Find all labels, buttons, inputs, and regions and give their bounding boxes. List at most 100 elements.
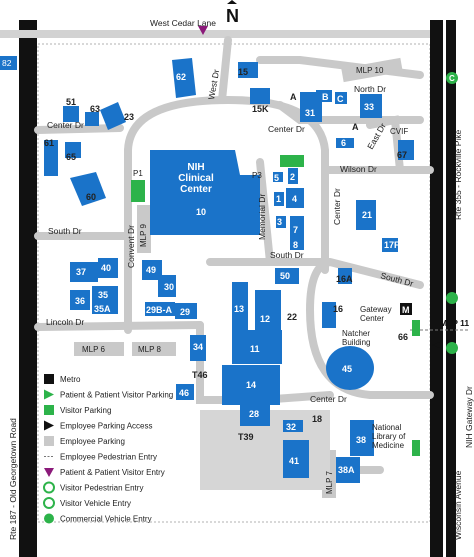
building-38 bbox=[350, 420, 374, 456]
mlp11-label: MLP 11 bbox=[440, 318, 469, 328]
legend-item-label: Visitor Vehicle Entry bbox=[60, 499, 131, 508]
building-16a bbox=[338, 268, 352, 284]
employee-parking-icon bbox=[44, 436, 54, 446]
patient-parking-p1 bbox=[131, 180, 145, 202]
svg-text:63: 63 bbox=[90, 104, 100, 114]
svg-text:60: 60 bbox=[86, 192, 96, 202]
svg-text:21: 21 bbox=[362, 210, 372, 220]
building-29 bbox=[175, 303, 197, 319]
building-63 bbox=[85, 112, 99, 126]
legend-item-label: Visitor Pedestrian Entry bbox=[60, 484, 143, 493]
legend-item-label: Employee Parking Access bbox=[60, 422, 153, 431]
commercial-vehicle-icon bbox=[446, 72, 458, 84]
svg-text:13: 13 bbox=[234, 304, 244, 314]
visitor-parking-nlm bbox=[412, 440, 420, 456]
building-49 bbox=[142, 260, 162, 280]
svg-text:7: 7 bbox=[293, 225, 298, 235]
legend-item-label: Patient & Patient Visitor Entry bbox=[60, 468, 165, 477]
building-36 bbox=[70, 290, 90, 310]
building-50 bbox=[275, 268, 299, 284]
mlp8-label: MLP 8 bbox=[138, 345, 162, 354]
building-21 bbox=[356, 200, 376, 230]
svg-text:A: A bbox=[290, 92, 297, 102]
building-40 bbox=[98, 258, 118, 278]
building-38a bbox=[336, 457, 360, 483]
visitor-pedestrian-icon bbox=[446, 292, 458, 304]
legend-item-label: Visitor Parking bbox=[60, 406, 111, 415]
building-35a bbox=[92, 300, 118, 314]
mlp8-garage bbox=[132, 342, 176, 356]
patient-entry-icon bbox=[198, 26, 208, 35]
wilson-dr-label: Wilson Dr bbox=[340, 164, 377, 174]
metro-m-label: M bbox=[402, 305, 410, 315]
building-65 bbox=[65, 142, 81, 158]
building-2 bbox=[288, 168, 298, 184]
center-dr-west-label: Center Dr bbox=[47, 120, 84, 130]
building-1 bbox=[274, 192, 284, 206]
north-arrow-icon: N bbox=[226, 6, 239, 26]
svg-text:12: 12 bbox=[260, 314, 270, 324]
p1-label: P1 bbox=[133, 169, 143, 178]
svg-text:37: 37 bbox=[76, 267, 86, 277]
center-dr-south-label: Center Dr bbox=[310, 394, 347, 404]
svg-text:1: 1 bbox=[276, 194, 281, 204]
svg-text:45: 45 bbox=[342, 364, 352, 374]
memorial-dr bbox=[256, 158, 274, 266]
svg-text:10: 10 bbox=[196, 207, 206, 217]
buildings-layer bbox=[44, 58, 414, 483]
building-37 bbox=[70, 262, 98, 282]
svg-text:16A: 16A bbox=[336, 274, 353, 284]
svg-text:49: 49 bbox=[146, 265, 156, 275]
building-12 bbox=[255, 290, 281, 330]
visitor-pedestrian-icon bbox=[43, 481, 55, 494]
svg-text:67: 67 bbox=[397, 150, 407, 160]
memorial-dr-label: Memorial Dr bbox=[257, 194, 267, 240]
route82-shield bbox=[0, 56, 17, 70]
building-66-label: 66 bbox=[398, 332, 408, 342]
building-17f bbox=[382, 238, 398, 252]
p3-label: P3 bbox=[252, 171, 262, 180]
building-31b bbox=[316, 90, 332, 102]
building-15k bbox=[250, 88, 270, 104]
building-34 bbox=[190, 335, 206, 361]
svg-text:33: 33 bbox=[364, 102, 374, 112]
rte355-label: Rte 355 - Rockville Pike bbox=[453, 129, 463, 220]
building-46 bbox=[176, 384, 194, 400]
svg-text:14: 14 bbox=[246, 380, 256, 390]
visitor-parking-p3 bbox=[280, 155, 304, 167]
svg-text:23: 23 bbox=[124, 112, 134, 122]
c-marker-label: C bbox=[449, 74, 455, 83]
metro-icon bbox=[44, 374, 54, 384]
svg-text:30: 30 bbox=[164, 282, 174, 292]
building-7 bbox=[290, 216, 304, 238]
entry-arrow-icon bbox=[432, 342, 440, 348]
center-dr-east-label: Center Dr bbox=[268, 124, 305, 134]
svg-text:2: 2 bbox=[290, 172, 295, 182]
building-67 bbox=[398, 140, 414, 160]
rte187-label: Rte 187 - Old Georgetown Road bbox=[8, 418, 18, 540]
svg-text:29B-A: 29B-A bbox=[146, 305, 173, 315]
svg-text:3: 3 bbox=[277, 217, 282, 227]
campus-fence bbox=[37, 43, 431, 523]
building-35 bbox=[92, 286, 118, 302]
legend-item-label: Employee Parking bbox=[60, 437, 125, 446]
building-28 bbox=[240, 402, 270, 426]
center-dr-mid-label: Center Dr bbox=[332, 188, 342, 225]
svg-text:36: 36 bbox=[75, 296, 85, 306]
building-31c bbox=[335, 92, 347, 104]
building-29ba bbox=[145, 302, 175, 316]
mlp7-label: MLP 7 bbox=[325, 470, 334, 494]
visitor-parking-icon bbox=[44, 405, 54, 415]
mlp6-garage bbox=[74, 342, 124, 356]
svg-text:15K: 15K bbox=[252, 104, 269, 114]
svg-text:32: 32 bbox=[286, 422, 296, 432]
legend-item-label: Commercial Vehicle Entry bbox=[60, 515, 152, 524]
building-14 bbox=[222, 365, 280, 405]
svg-text:62: 62 bbox=[176, 72, 186, 82]
building-51 bbox=[63, 106, 79, 122]
nih-gateway-label: NIH Gateway Dr bbox=[464, 386, 474, 448]
